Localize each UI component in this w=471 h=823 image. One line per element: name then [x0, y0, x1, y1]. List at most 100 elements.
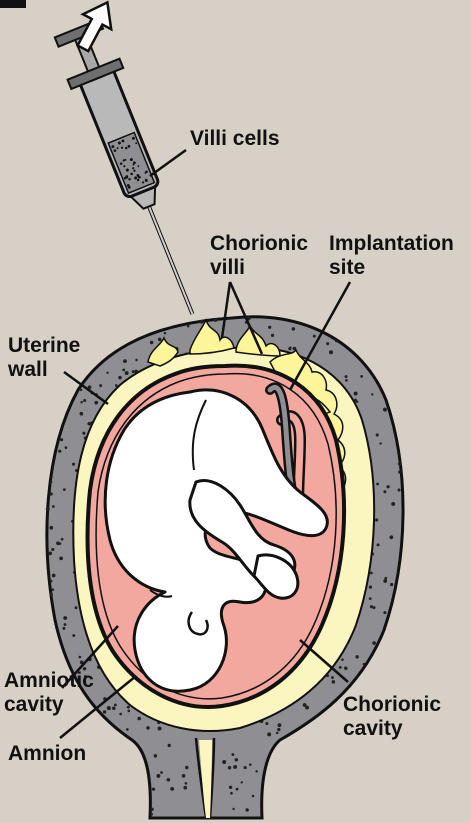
stipple-dot	[78, 656, 81, 659]
label-implantation-line2: site	[329, 256, 365, 279]
stipple-dot	[154, 754, 157, 757]
stipple-dot	[233, 765, 237, 769]
stipple-dot	[372, 641, 376, 645]
stipple-dot	[389, 535, 393, 539]
stipple-dot	[339, 666, 342, 669]
label-amnion: Amnion	[8, 742, 86, 765]
stipple-dot	[64, 623, 67, 626]
stipple-dot	[335, 340, 337, 342]
stipple-dot	[49, 526, 53, 530]
syringe-icon	[51, 18, 218, 325]
stipple-dot	[83, 399, 86, 402]
stipple-dot	[326, 342, 329, 345]
stipple-dot	[375, 518, 378, 521]
label-villi-cells: Villi cells	[190, 127, 280, 150]
stipple-dot	[106, 372, 108, 374]
stipple-dot	[94, 401, 98, 405]
stipple-dot	[160, 771, 163, 774]
stipple-dot	[376, 483, 379, 486]
stipple-dot	[341, 658, 344, 661]
stipple-dot	[255, 770, 257, 772]
stipple-dot	[137, 717, 141, 721]
stipple-dot	[377, 543, 380, 546]
stipple-dot	[56, 541, 60, 545]
stipple-dot	[379, 442, 381, 444]
stipple-dot	[80, 401, 82, 403]
stipple-dot	[49, 593, 53, 597]
stipple-dot	[398, 489, 401, 492]
stipple-dot	[63, 488, 66, 491]
stipple-dot	[125, 371, 129, 375]
stipple-dot	[369, 586, 372, 589]
stipple-dot	[59, 556, 63, 560]
label-chorionic-cavity-line2: cavity	[343, 717, 403, 740]
stipple-dot	[61, 538, 64, 541]
stipple-dot	[185, 782, 188, 785]
stipple-dot	[126, 728, 129, 731]
stipple-dot	[235, 758, 238, 761]
stipple-dot	[370, 572, 373, 575]
stipple-dot	[158, 338, 162, 342]
stipple-dot	[267, 732, 271, 736]
stipple-dot	[187, 325, 190, 328]
stipple-dot	[200, 320, 204, 324]
corner-tab	[0, 0, 26, 8]
stipple-dot	[276, 732, 279, 735]
stipple-dot	[355, 655, 358, 658]
stipple-dot	[278, 723, 282, 727]
label-chorionic-cavity-line1: Chorionic	[343, 693, 441, 716]
stipple-dot	[60, 438, 63, 441]
stipple-dot	[344, 667, 347, 670]
stipple-dot	[383, 490, 386, 493]
stipple-dot	[390, 583, 393, 586]
stipple-dot	[63, 616, 67, 620]
stipple-dot	[183, 786, 187, 790]
stipple-dot	[345, 379, 348, 382]
stipple-dot	[132, 370, 135, 373]
stipple-dot	[80, 389, 83, 392]
stipple-dot	[164, 332, 167, 335]
stipple-dot	[51, 548, 54, 551]
stipple-dot	[52, 588, 55, 591]
stipple-dot	[48, 552, 52, 556]
stipple-dot	[182, 774, 186, 778]
stipple-dot	[245, 808, 248, 811]
stipple-dot	[383, 579, 387, 583]
stipple-dot	[112, 707, 116, 711]
uterus	[46, 317, 403, 818]
stipple-dot	[236, 788, 239, 791]
label-chorionic-villi-line1: Chorionic	[210, 232, 308, 255]
stipple-dot	[371, 393, 373, 395]
stipple-dot	[87, 422, 90, 425]
stipple-dot	[150, 341, 153, 344]
stipple-dot	[118, 376, 122, 380]
stipple-dot	[383, 611, 386, 614]
stipple-dot	[329, 350, 333, 354]
stipple-dot	[277, 728, 280, 731]
stipple-dot	[150, 808, 154, 812]
stipple-dot	[119, 713, 122, 716]
stipple-dot	[303, 703, 307, 707]
stipple-dot	[228, 766, 231, 769]
label-chorionic-villi-line2: villi	[210, 256, 245, 279]
stipple-dot	[158, 727, 162, 731]
stipple-dot	[383, 408, 387, 412]
stipple-dot	[252, 795, 255, 798]
stipple-dot	[114, 704, 117, 707]
stipple-dot	[356, 400, 359, 403]
stipple-dot	[167, 778, 171, 782]
stipple-dot	[152, 787, 155, 790]
stipple-dot	[82, 432, 85, 435]
stipple-dot	[370, 605, 373, 608]
stipple-dot	[345, 375, 348, 378]
stipple-dot	[354, 392, 358, 396]
stipple-dot	[185, 766, 189, 770]
stipple-dot	[292, 327, 296, 331]
stipple-dot	[360, 375, 363, 378]
stipple-dot	[249, 763, 252, 766]
stipple-dot	[332, 680, 336, 684]
stipple-dot	[80, 412, 84, 416]
stipple-dot	[170, 787, 174, 791]
